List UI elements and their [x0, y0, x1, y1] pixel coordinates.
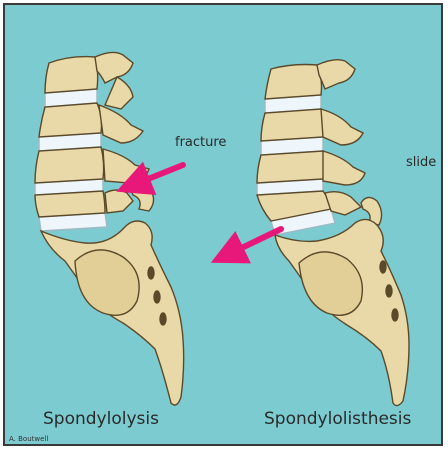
slide-label: slide	[406, 155, 436, 170]
spine-illustration	[5, 5, 443, 446]
spondylolisthesis-title: Spondylolisthesis	[264, 409, 411, 429]
artist-credit: A. Boutwell	[9, 435, 48, 443]
fracture-label: fracture	[175, 135, 226, 150]
spondylolysis-title: Spondylolysis	[43, 409, 159, 429]
spondylolysis-spine	[35, 52, 184, 405]
illustration-panel: fracture slide Spondylolysis Spondylolis…	[3, 3, 443, 446]
slide-arrow	[227, 229, 281, 255]
